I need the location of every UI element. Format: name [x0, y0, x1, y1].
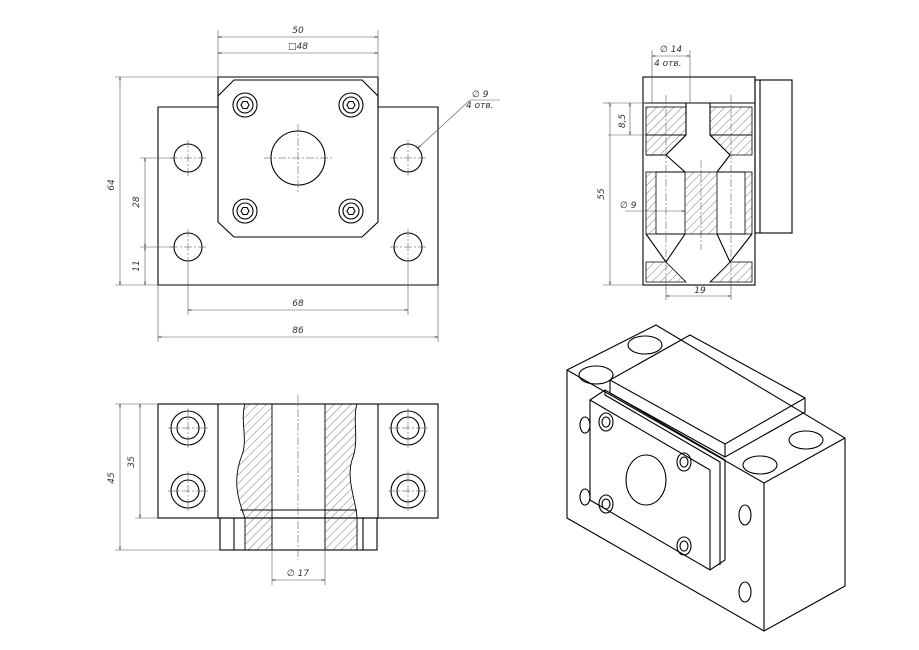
dim-hole-spacing-v: 28 — [132, 196, 142, 208]
dim-cbore-dia: ∅ 14 — [660, 45, 682, 55]
dim-side-height: 55 — [597, 188, 607, 200]
dim-square: □48 — [288, 42, 308, 52]
top-hole-tl — [168, 408, 208, 448]
mount-hole-tr — [390, 140, 426, 176]
dim-hole-spacing-h: 68 — [292, 299, 304, 309]
front-view: 50 □48 ∅ 9 4 отв. 64 28 11 68 86 — [107, 26, 500, 342]
dim-top-total-height: 45 — [107, 472, 117, 484]
dim-side-width: 19 — [694, 286, 706, 296]
dim-front-hole-dia: ∅ 9 — [472, 90, 489, 100]
dim-total-width: 86 — [292, 326, 304, 336]
screw-top-right — [338, 92, 364, 118]
mount-hole-tl — [170, 140, 206, 176]
dim-top-width: 50 — [292, 26, 304, 36]
flange-plate — [217, 79, 379, 238]
dim-front-hole-count: 4 отв. — [466, 101, 494, 111]
dim-bore-dia: ∅ 17 — [287, 569, 309, 579]
screw-top-left — [232, 92, 258, 118]
top-hole-br — [388, 471, 428, 511]
iso-body-outline — [566, 324, 846, 632]
mount-hole-br — [390, 229, 426, 265]
side-view: ∅ 14 4 отв. 8,5 55 ∅ 9 19 — [597, 45, 793, 300]
dim-front-height: 64 — [107, 179, 117, 191]
dim-top-body-height: 35 — [127, 456, 137, 468]
dim-side-hole-dia: ∅ 9 — [620, 201, 637, 211]
top-hole-bl — [168, 471, 208, 511]
dim-cbore-depth: 8,5 — [618, 114, 628, 129]
top-view: 45 35 ∅ 17 — [107, 395, 439, 585]
isometric-view — [566, 324, 846, 632]
mount-hole-bl — [170, 229, 206, 265]
top-view-flange — [219, 517, 378, 551]
iso-center-bore — [625, 454, 667, 506]
screw-bottom-left — [232, 198, 258, 224]
dim-cbore-count: 4 отв. — [654, 59, 682, 69]
dim-hole-offset: 11 — [132, 260, 142, 271]
top-hole-tr — [388, 408, 428, 448]
screw-bottom-right — [338, 198, 364, 224]
side-flange — [754, 79, 793, 234]
